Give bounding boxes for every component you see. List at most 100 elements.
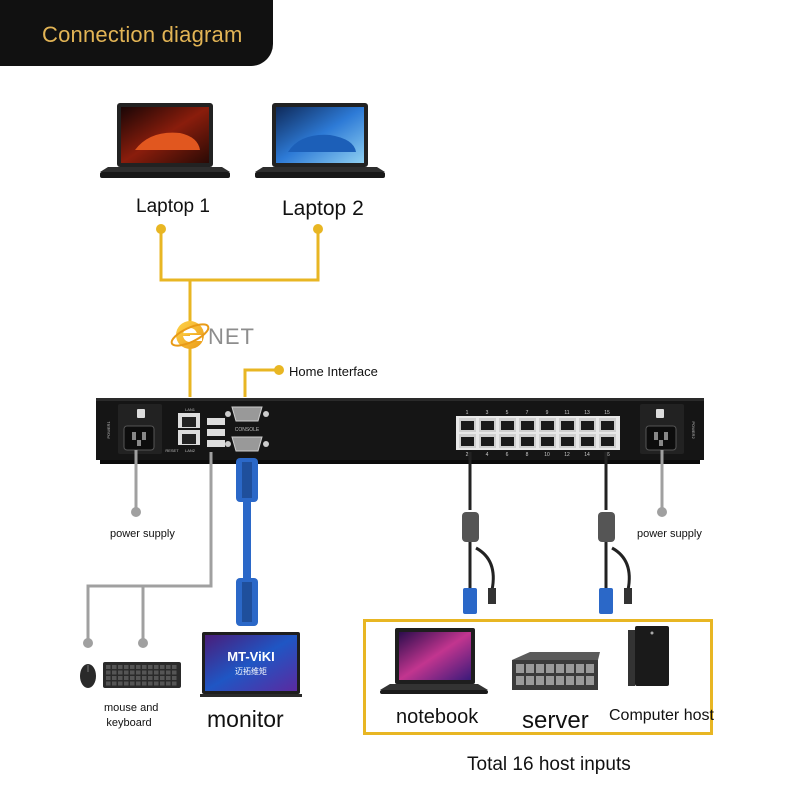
rj45-port-opening (461, 437, 474, 446)
keyboard-key (166, 665, 171, 669)
power-switch-left (137, 409, 145, 418)
keyboard-key (124, 676, 129, 680)
port-number-top: 3 (486, 410, 489, 416)
ie-network-icon (170, 321, 210, 349)
keyboard-key (142, 670, 147, 675)
laptop-2-illustration (255, 103, 385, 178)
port-number-top: 15 (604, 410, 610, 416)
server-drive-bay (516, 676, 524, 685)
console-port-label: CONSOLE (235, 427, 260, 433)
keyboard-key (136, 665, 141, 669)
keyboard-key (106, 665, 111, 669)
keyboard-key (112, 681, 117, 686)
rj45-port-opening (601, 421, 614, 430)
server-drive-bay (546, 664, 554, 673)
host-cable-2 (598, 452, 632, 614)
keyboard-key (112, 676, 117, 680)
keyboard-key (172, 681, 177, 686)
rj45-port-opening (501, 437, 514, 446)
keyboard-key (154, 681, 159, 686)
host-cable-1 (462, 452, 496, 614)
reset-label: RESET (165, 448, 179, 453)
keyboard-key (142, 676, 147, 680)
mouse-keyboard-label-line1: mouse and (104, 702, 159, 714)
keyboard-key (136, 681, 141, 686)
keyboard-key (112, 665, 117, 669)
keyboard-dot (138, 638, 148, 648)
port-number-top: 11 (564, 410, 569, 416)
server-drive-bay (526, 664, 534, 673)
keyboard-key (166, 676, 171, 680)
keyboard-key (124, 681, 129, 686)
page-title: Connection diagram (42, 22, 243, 47)
car-red-icon (135, 132, 200, 150)
keyboard-icon (103, 662, 181, 688)
port-number-bottom: 2 (466, 452, 469, 458)
console-connector-dot (274, 365, 284, 375)
keyboard-key (130, 670, 135, 675)
keyboard-key (160, 665, 165, 669)
keyboard-key (148, 665, 153, 669)
mouse-dot (83, 638, 93, 648)
power-supply-right-label: power supply (637, 528, 702, 540)
rj45-port-opening (581, 437, 594, 446)
kvm-switch (96, 398, 704, 464)
keyboard-key (148, 670, 153, 675)
mouse-keyboard-label-line2: keyboard (106, 717, 152, 729)
vga-cable (236, 458, 258, 626)
rj45-port-opening (461, 421, 474, 430)
laptop-1-label: Laptop 1 (136, 196, 210, 217)
keyboard-key (154, 676, 159, 680)
server-drive-bay (586, 676, 594, 685)
laptop-1-illustration (100, 103, 230, 178)
console-label: Home Interface (289, 364, 378, 379)
laptop-2-connector-dot (313, 224, 323, 234)
power-left-dot (131, 507, 141, 517)
keyboard-key (154, 670, 159, 675)
keyboard-key (118, 681, 123, 686)
keyboard-key (124, 665, 129, 669)
notebook-label: notebook (396, 706, 479, 728)
keyboard-key (148, 676, 153, 680)
port-number-top: 5 (506, 410, 509, 416)
keyboard-key (172, 676, 177, 680)
keyboard-key (130, 676, 135, 680)
power1-label: POWER1 (106, 421, 111, 439)
server-drive-bay (536, 676, 544, 685)
server-illustration (512, 652, 600, 690)
power-supply-left-label: power supply (110, 528, 175, 540)
rj45-port-opening (501, 421, 514, 430)
keyboard-key (160, 670, 165, 675)
keyboard-key (118, 665, 123, 669)
keyboard-key (112, 670, 117, 675)
server-drive-bay (516, 664, 524, 673)
port-number-bottom: 10 (544, 452, 550, 458)
keyboard-key (166, 670, 171, 675)
rj45-port-opening (601, 437, 614, 446)
monitor-illustration (200, 632, 302, 697)
rj45-port-opening (481, 421, 494, 430)
port-number-bottom: 12 (564, 452, 570, 458)
gray-cables (86, 450, 664, 640)
power-switch-right (656, 409, 664, 418)
keyboard-key (160, 676, 165, 680)
total-host-inputs-label: Total 16 host inputs (467, 754, 631, 775)
power-socket-right (640, 404, 684, 454)
rj45-port-opening (521, 421, 534, 430)
port-number-top: 9 (546, 410, 549, 416)
port-number-bottom: 8 (526, 452, 529, 458)
server-drive-bay (556, 664, 564, 673)
keyboard-key (118, 670, 123, 675)
mouse-keyboard-label: mouse and keyboard (104, 702, 159, 729)
keyboard-key (154, 665, 159, 669)
server-drive-bay (546, 676, 554, 685)
keyboard-key (106, 681, 111, 686)
monitor-brand-sub: 迈拓维矩 (235, 666, 267, 676)
keyboard-key (124, 670, 129, 675)
power-socket-left (118, 404, 162, 454)
server-drive-bay (566, 676, 574, 685)
rj45-port-opening (541, 437, 554, 446)
keyboard-key (106, 676, 111, 680)
